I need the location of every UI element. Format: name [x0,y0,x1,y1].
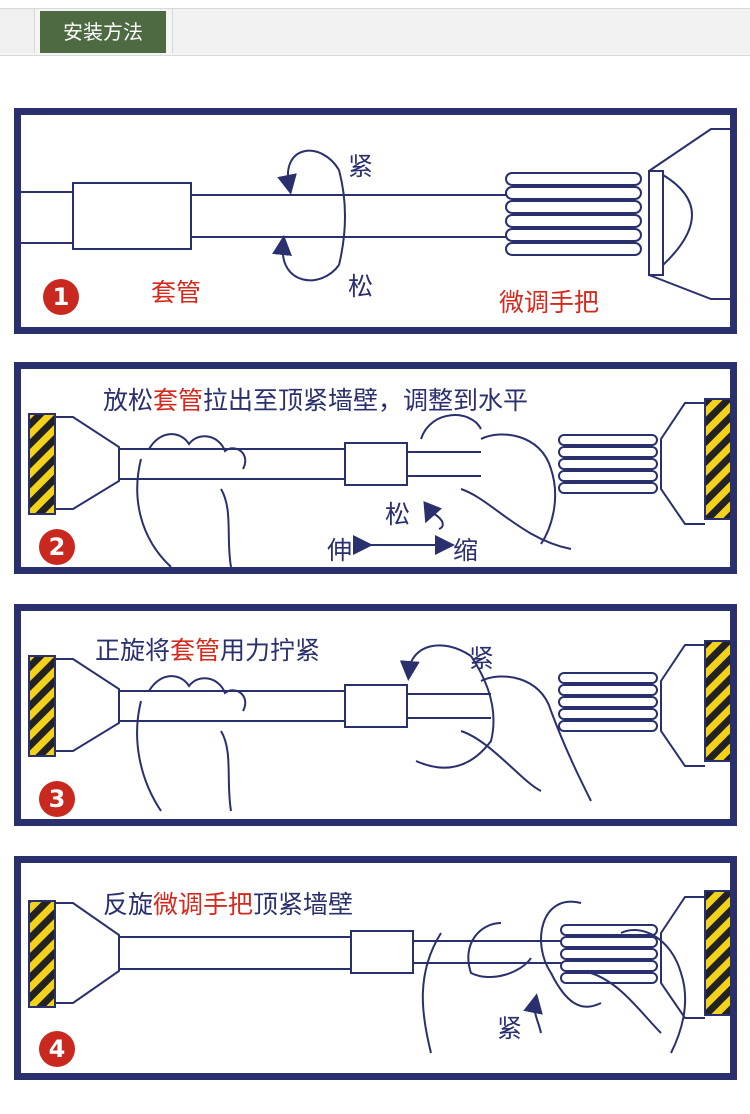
caption-part-c: 拉出至顶紧墙壁，调整到水平 [203,386,529,415]
caption-sleeve: 套管 [170,636,221,665]
step-4-number: 4 [39,1031,75,1067]
caption-part-c: 顶紧墙壁 [253,890,354,919]
step-2-caption: 放松套管拉出至顶紧墙壁，调整到水平 [103,381,528,417]
step-1-illustration [21,128,730,300]
tighten-label: 紧 [348,152,374,181]
header-left-stub [0,9,35,53]
step-1-number: 1 [43,279,79,315]
step-2-panel: 放松套管拉出至顶紧墙壁，调整到水平 2 松 伸 缩 [14,362,737,574]
step-1-panel: 1 套管 紧 松 微调手把 [14,108,737,334]
extend-label: 伸 [327,536,353,565]
install-method-tab[interactable]: 安装方法 [40,11,166,53]
step-4-caption: 反旋微调手把顶紧墙壁 [103,885,353,921]
loosen-label: 松 [385,500,411,529]
step-3-number: 3 [39,781,75,817]
header-right-stub [172,9,750,53]
caption-part-a: 反旋 [103,890,154,919]
sleeve-label: 套管 [151,278,202,307]
loosen-label: 松 [348,272,374,301]
caption-knob: 微调手把 [153,890,254,919]
caption-part-a: 正旋将 [95,636,171,665]
shrink-label: 缩 [453,536,479,565]
step-3-panel: 正旋将套管用力拧紧 3 紧 [14,604,737,826]
step-2-number: 2 [39,529,75,565]
fine-tune-knob-label: 微调手把 [499,288,600,317]
step-2-illustration [28,398,730,567]
step-4-illustration [28,890,730,1054]
step-3-illustration [28,640,730,812]
section-header: 安装方法 [0,8,750,56]
tighten-label: 紧 [469,644,495,673]
step-3-caption: 正旋将套管用力拧紧 [95,631,320,667]
caption-part-c: 用力拧紧 [220,636,321,665]
tighten-label: 紧 [497,1014,523,1043]
step-4-panel: 反旋微调手把顶紧墙壁 4 紧 [14,856,737,1080]
caption-sleeve: 套管 [153,386,204,415]
caption-part-a: 放松 [103,386,154,415]
